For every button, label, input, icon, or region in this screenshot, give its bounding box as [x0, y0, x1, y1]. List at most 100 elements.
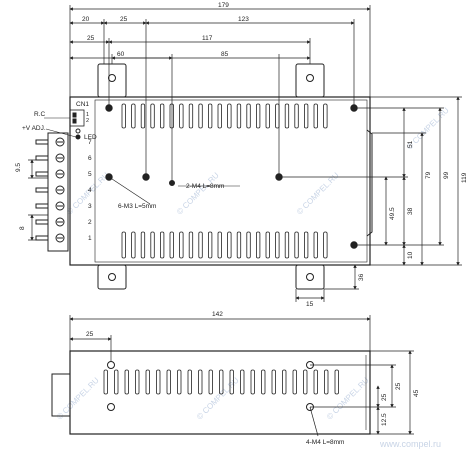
vent-slot — [114, 369, 119, 395]
vent-slot — [229, 369, 234, 395]
vent-slot — [198, 369, 203, 395]
terminal-wire — [35, 139, 49, 145]
cn1-pin — [72, 112, 77, 118]
vent-slot — [323, 231, 328, 259]
terminal-number: 7 — [88, 139, 92, 146]
vent-slot — [255, 231, 261, 259]
vent-slot — [145, 369, 150, 395]
vent-slot — [324, 369, 329, 395]
psu-inner-outline — [94, 99, 368, 263]
vent-slot — [131, 231, 136, 259]
vent-slot — [207, 103, 213, 129]
watermark-url: www.compel.ru — [379, 439, 441, 449]
terminal-wire — [35, 171, 49, 177]
terminal-wire — [35, 219, 49, 225]
vent-slot — [313, 231, 318, 259]
mounting-ear — [97, 63, 127, 98]
top-view — [28, 5, 462, 302]
dim-label: 25 — [395, 382, 402, 390]
pin-label: 2 — [86, 118, 89, 124]
vent-slot — [284, 103, 290, 129]
side-view — [51, 315, 414, 437]
dim-label: 49.5 — [389, 207, 396, 220]
vent-slot — [240, 369, 245, 395]
vent-slot — [124, 369, 129, 395]
screw-m3-label: 6-M3 L=5mm — [118, 203, 156, 210]
vent-slot — [177, 369, 182, 395]
terminal-screw — [55, 185, 65, 195]
led-label: LED — [84, 134, 97, 141]
dim-label: 9.5 — [15, 163, 22, 172]
vent-slot — [294, 231, 299, 259]
vent-slot — [198, 103, 203, 129]
vent-slot — [236, 103, 242, 129]
vent-slot — [156, 369, 161, 395]
dim-label: 15 — [306, 301, 314, 308]
terminal-screw — [55, 233, 65, 243]
terminal-screw — [55, 201, 65, 211]
dim-label: 179 — [218, 2, 229, 9]
psu-body-outline — [69, 96, 371, 266]
vent-slot — [217, 103, 222, 129]
terminal-screw — [55, 217, 65, 227]
vent-slot — [188, 231, 194, 259]
terminal-number: 5 — [88, 171, 92, 178]
vent-slot — [303, 369, 308, 395]
vent-slot — [255, 103, 261, 129]
vent-slot — [219, 369, 224, 395]
rc-label: R.C — [34, 111, 46, 118]
vent-slot — [159, 103, 165, 129]
dim-label: 38 — [407, 207, 414, 215]
vent-slot — [188, 103, 194, 129]
vent-slot — [292, 369, 297, 395]
terminal-wire — [35, 187, 49, 193]
vent-slot — [150, 231, 155, 259]
vent-slot — [208, 369, 213, 395]
vent-slot — [227, 231, 232, 259]
vent-slot — [294, 103, 299, 129]
vent-slot — [246, 231, 251, 259]
right-dimension-lines — [279, 96, 462, 290]
vent-slot — [103, 369, 108, 395]
vent-slot — [131, 103, 136, 129]
dim-label: 25 — [87, 35, 95, 42]
vent-slots-top — [121, 103, 328, 129]
vadj-label: +V ADJ. — [22, 125, 46, 132]
cn1-connector — [69, 109, 85, 127]
vent-slot — [261, 369, 266, 395]
terminal-number: 3 — [88, 203, 92, 210]
terminal-screw — [55, 153, 65, 163]
terminal-wire — [35, 235, 49, 241]
vent-slot — [271, 369, 276, 395]
side-bracket — [366, 129, 373, 237]
mounting-hole — [306, 273, 314, 281]
vent-slot — [140, 231, 146, 259]
vent-slot — [140, 103, 146, 129]
mounting-ear — [295, 264, 325, 290]
vent-slot — [179, 103, 184, 129]
vent-slot — [303, 231, 309, 259]
watermark: © COMPEL.RU — [175, 171, 221, 217]
cn1-label: CN1 — [76, 101, 89, 108]
dim-label: 20 — [82, 16, 90, 23]
terminal-wire — [35, 155, 49, 161]
vent-slot — [198, 231, 203, 259]
vent-slot — [217, 231, 222, 259]
dim-label: 123 — [238, 16, 249, 23]
mounting-hole — [306, 74, 314, 82]
vent-slot — [323, 103, 328, 129]
dim-label: 117 — [202, 35, 213, 42]
screw-m4-label: 2-M4 L=8mm — [186, 183, 224, 190]
dim-label: 99 — [443, 171, 450, 179]
vent-slot — [313, 369, 318, 395]
terminal-screws — [35, 137, 65, 243]
vent-slot — [246, 103, 251, 129]
mounting-hole — [108, 273, 116, 281]
dim-label: 25 — [381, 393, 388, 401]
mounting-ear — [295, 63, 325, 98]
terminal-number: 4 — [88, 187, 92, 194]
vent-slot — [282, 369, 287, 395]
mounting-hole — [108, 74, 116, 82]
watermark: © COMPEL.RU — [325, 376, 371, 422]
terminal-number: 1 — [88, 235, 92, 242]
